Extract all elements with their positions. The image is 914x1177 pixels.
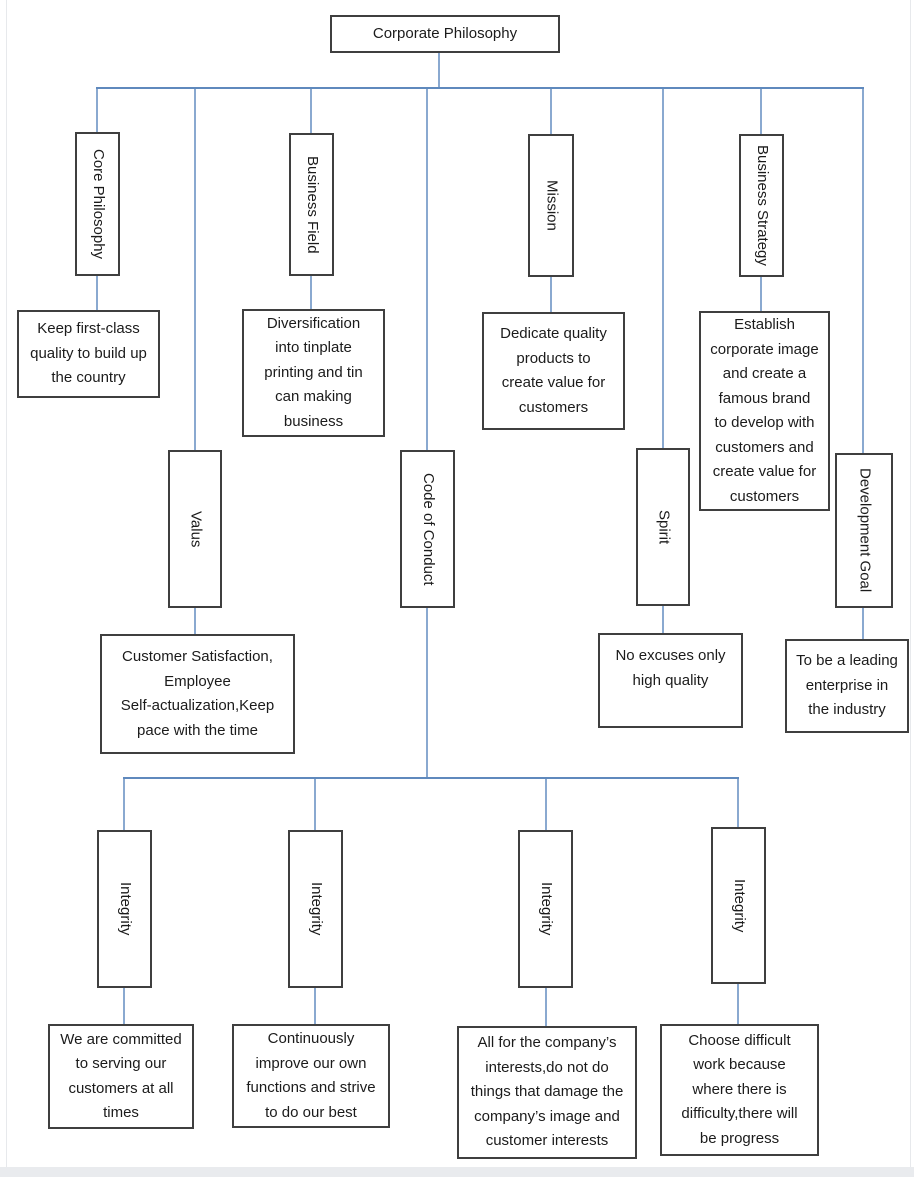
- desc-development-goal: To be a leading enterprise in the indust…: [785, 639, 909, 733]
- connector-mission-desc: [550, 277, 552, 312]
- connector-drop-mission: [550, 89, 552, 134]
- connector-drop-integrity-1: [123, 779, 125, 830]
- desc-business-field-text: Diversification into tinplate printing a…: [264, 314, 363, 430]
- page-edge-bottom: [0, 1167, 914, 1177]
- connector-drop-integrity-3: [545, 779, 547, 830]
- node-integrity-2-label: Integrity: [307, 882, 325, 936]
- connector-integrity-4-desc: [737, 984, 739, 1024]
- connector-drop-core-philosophy: [96, 89, 98, 132]
- node-corporate-philosophy-label: Corporate Philosophy: [372, 24, 518, 42]
- node-mission: Mission: [528, 134, 574, 277]
- desc-core-philosophy-text: Keep first-class quality to build up the…: [30, 320, 147, 387]
- desc-integrity-2: Continuously improve our own functions a…: [232, 1024, 390, 1128]
- desc-spirit-text: No excuses only high quality: [615, 647, 726, 689]
- node-valus-label: Valus: [187, 510, 205, 548]
- node-code-of-conduct: Code of Conduct: [400, 450, 455, 608]
- desc-development-goal-text: To be a leading enterprise in the indust…: [796, 652, 898, 719]
- page-edge-right: [910, 0, 911, 1167]
- desc-integrity-1: We are committed to serving our customer…: [48, 1024, 194, 1129]
- node-business-field-label: Business Field: [303, 155, 321, 254]
- desc-valus: Customer Satisfaction, Employee Self-act…: [100, 634, 295, 754]
- desc-integrity-4-text: Choose difficult work because where ther…: [681, 1031, 798, 1147]
- desc-mission: Dedicate quality products to create valu…: [482, 312, 625, 430]
- desc-business-strategy: Establish corporate image and create a f…: [699, 311, 830, 511]
- connector-drop-integrity-2: [314, 779, 316, 830]
- connector-drop-business-strategy: [760, 89, 762, 134]
- connector-integrity-2-desc: [314, 988, 316, 1024]
- node-spirit-label: Spirit: [655, 509, 673, 545]
- node-integrity-2: Integrity: [288, 830, 343, 988]
- node-integrity-1: Integrity: [97, 830, 152, 988]
- node-integrity-4-label: Integrity: [730, 878, 748, 933]
- connector-title-stub: [438, 53, 440, 88]
- node-integrity-3: Integrity: [518, 830, 573, 988]
- desc-integrity-1-text: We are committed to serving our customer…: [60, 1030, 182, 1122]
- node-business-strategy: Business Strategy: [739, 134, 784, 277]
- connector-branch-horizontal: [123, 777, 739, 779]
- desc-valus-text: Customer Satisfaction, Employee Self-act…: [120, 648, 275, 739]
- connector-drop-spirit: [662, 89, 664, 448]
- node-development-goal-label: Development Goal: [856, 468, 874, 593]
- connector-core-philosophy-desc: [96, 276, 98, 310]
- connector-drop-code-of-conduct: [426, 89, 428, 450]
- connector-integrity-1-desc: [123, 988, 125, 1024]
- connector-code-of-conduct-branch: [426, 608, 428, 779]
- node-integrity-3-label: Integrity: [537, 882, 555, 936]
- node-valus: Valus: [168, 450, 222, 608]
- desc-integrity-3: All for the company’s interests,do not d…: [457, 1026, 637, 1159]
- desc-business-field: Diversification into tinplate printing a…: [242, 309, 385, 437]
- connector-drop-development-goal: [862, 89, 864, 453]
- connector-main-horizontal: [96, 87, 864, 89]
- desc-spirit: No excuses only high quality: [598, 633, 743, 728]
- node-spirit: Spirit: [636, 448, 690, 606]
- desc-core-philosophy: Keep first-class quality to build up the…: [17, 310, 160, 398]
- desc-business-strategy-text: Establish corporate image and create a f…: [710, 316, 819, 505]
- desc-integrity-2-text: Continuously improve our own functions a…: [246, 1030, 376, 1121]
- connector-drop-integrity-4: [737, 779, 739, 827]
- node-business-field: Business Field: [289, 133, 334, 276]
- connector-drop-business-field: [310, 89, 312, 133]
- node-integrity-4: Integrity: [711, 827, 766, 984]
- connector-integrity-3-desc: [545, 988, 547, 1026]
- connector-spirit-desc: [662, 606, 664, 633]
- connector-development-goal-desc: [862, 608, 864, 639]
- connector-business-strategy-desc: [760, 277, 762, 311]
- desc-integrity-3-text: All for the company’s interests,do not d…: [470, 1034, 624, 1150]
- node-business-strategy-label: Business Strategy: [753, 145, 771, 266]
- page-edge-left: [6, 0, 7, 1167]
- node-code-of-conduct-label: Code of Conduct: [419, 472, 437, 586]
- node-development-goal: Development Goal: [835, 453, 893, 608]
- node-corporate-philosophy: Corporate Philosophy: [330, 15, 560, 53]
- desc-integrity-4: Choose difficult work because where ther…: [660, 1024, 819, 1156]
- node-integrity-1-label: Integrity: [116, 882, 134, 936]
- connector-valus-desc: [194, 608, 196, 634]
- node-core-philosophy: Core Philosophy: [75, 132, 120, 276]
- node-mission-label: Mission: [543, 180, 561, 231]
- desc-mission-text: Dedicate quality products to create valu…: [500, 325, 607, 416]
- connector-drop-valus: [194, 89, 196, 450]
- connector-business-field-desc: [310, 276, 312, 309]
- node-core-philosophy-label: Core Philosophy: [89, 148, 107, 260]
